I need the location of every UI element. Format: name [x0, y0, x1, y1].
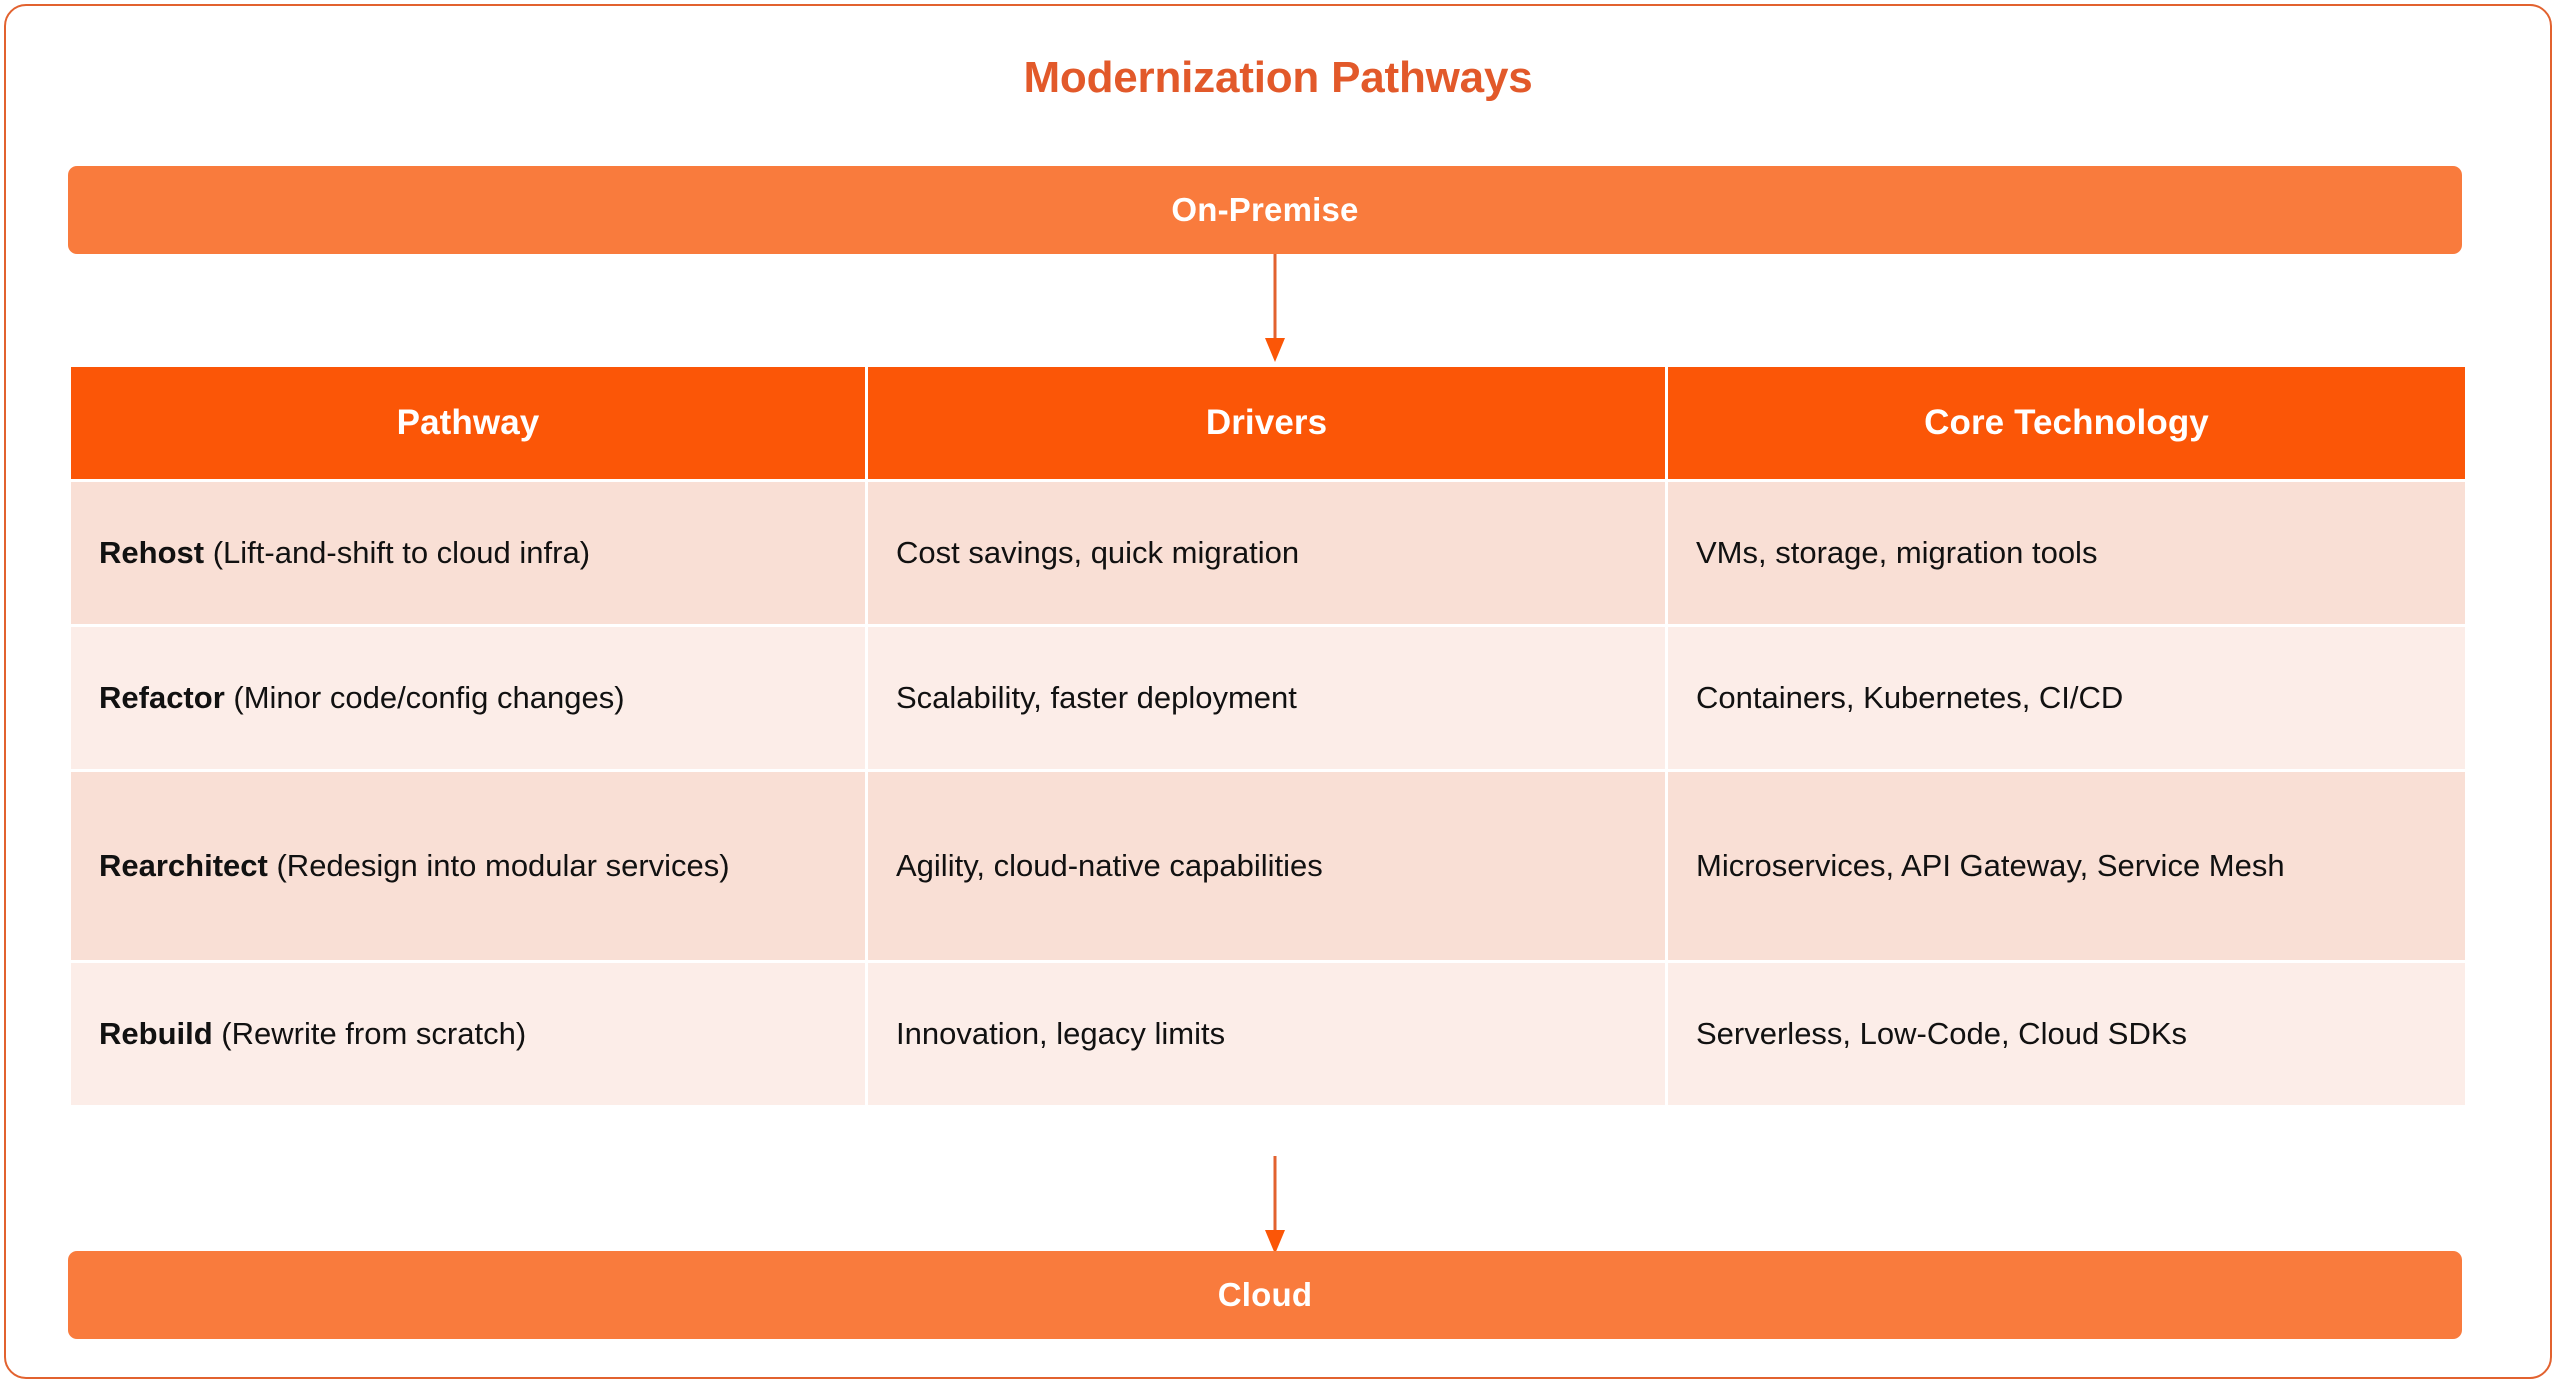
- cell-pathway: Rehost (Lift-and-shift to cloud infra): [71, 482, 865, 624]
- pathway-name: Refactor: [99, 679, 225, 715]
- source-banner-label: On-Premise: [1171, 191, 1359, 228]
- cell-pathway: Refactor (Minor code/config changes): [71, 627, 865, 769]
- table-row: Rehost (Lift-and-shift to cloud infra) C…: [71, 482, 2465, 624]
- arrow-down-icon-bottom: [1265, 1156, 1285, 1254]
- cell-core-technology: Serverless, Low-Code, Cloud SDKs: [1668, 963, 2465, 1105]
- table-row: Refactor (Minor code/config changes) Sca…: [71, 627, 2465, 769]
- pathway-description: (Redesign into modular services): [276, 847, 730, 883]
- source-banner-on-premise: On-Premise: [68, 166, 2462, 254]
- cell-drivers: Scalability, faster deployment: [868, 627, 1665, 769]
- arrow-down-icon-top: [1265, 254, 1285, 362]
- cell-core-technology: Microservices, API Gateway, Service Mesh: [1668, 772, 2465, 960]
- column-header-core-technology: Core Technology: [1668, 367, 2465, 479]
- table-row: Rebuild (Rewrite from scratch) Innovatio…: [71, 963, 2465, 1105]
- cell-core-technology: VMs, storage, migration tools: [1668, 482, 2465, 624]
- cell-core-technology: Containers, Kubernetes, CI/CD: [1668, 627, 2465, 769]
- cell-drivers: Agility, cloud-native capabilities: [868, 772, 1665, 960]
- cell-pathway: Rearchitect (Redesign into modular servi…: [71, 772, 865, 960]
- column-header-pathway: Pathway: [71, 367, 865, 479]
- cell-drivers: Cost savings, quick migration: [868, 482, 1665, 624]
- target-banner-label: Cloud: [1217, 1276, 1313, 1313]
- column-header-drivers: Drivers: [868, 367, 1665, 479]
- table-row: Rearchitect (Redesign into modular servi…: [71, 772, 2465, 960]
- pathway-name: Rearchitect: [99, 847, 268, 883]
- cell-pathway: Rebuild (Rewrite from scratch): [71, 963, 865, 1105]
- pathway-name: Rehost: [99, 534, 205, 570]
- pathway-description: (Rewrite from scratch): [221, 1015, 527, 1051]
- pathway-name: Rebuild: [99, 1015, 213, 1051]
- table-header-row: Pathway Drivers Core Technology: [71, 367, 2465, 479]
- page-title: Modernization Pathways: [1023, 53, 1533, 102]
- target-banner-cloud: Cloud: [68, 1251, 2462, 1339]
- pathway-description: (Minor code/config changes): [233, 679, 625, 715]
- diagram-card: Modernization Pathways On-Premise Pathwa…: [4, 4, 2552, 1379]
- cell-drivers: Innovation, legacy limits: [868, 963, 1665, 1105]
- pathway-description: (Lift-and-shift to cloud infra): [212, 534, 591, 570]
- pathways-table: Pathway Drivers Core Technology Rehost (…: [68, 364, 2468, 1108]
